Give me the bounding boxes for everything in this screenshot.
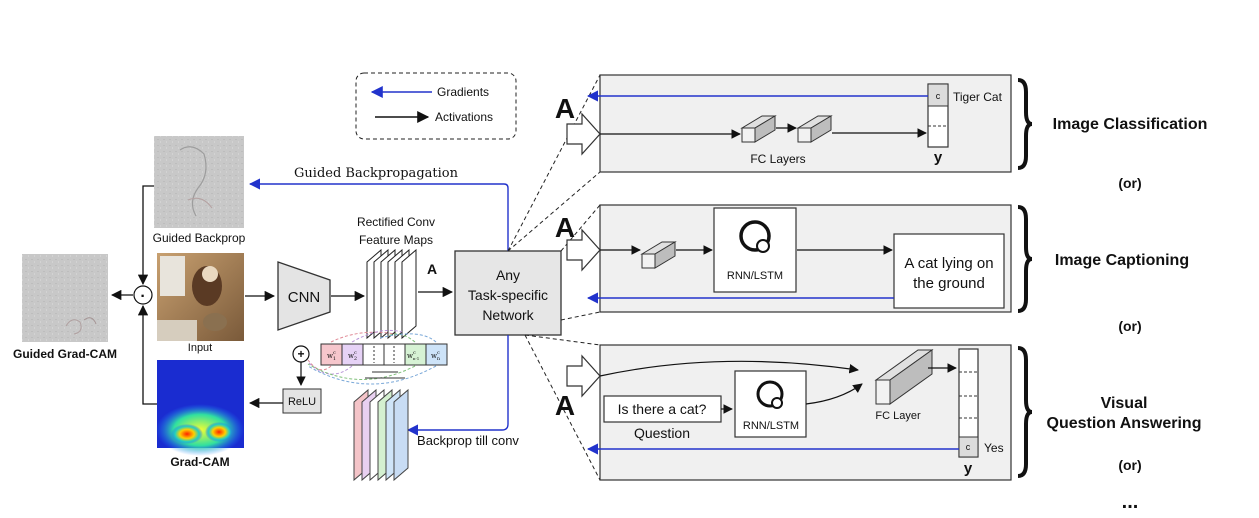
guided-gradcam-label: Guided Grad-CAM	[13, 347, 117, 361]
vqa-brace	[1017, 346, 1033, 478]
feature-maps-label-2: Feature Maps	[359, 233, 433, 247]
classification-a-label: A	[555, 93, 575, 124]
classification-class-c: c	[936, 91, 941, 101]
vqa-question-box	[603, 395, 722, 423]
network-label-1: Any	[496, 267, 520, 283]
guided-backprop-to-dot-arrow	[137, 185, 154, 286]
or-label-3: (or)	[1118, 457, 1141, 473]
legend: Gradients Activations	[355, 72, 517, 140]
input-label: Input	[188, 342, 212, 354]
vqa-answer-label: Yes	[984, 441, 1004, 455]
network-label-2: Task-specific	[468, 287, 548, 303]
guided-backprop-flow-arrow	[248, 178, 509, 251]
classification-y-label: y	[934, 149, 943, 166]
relu-box	[282, 388, 322, 414]
legend-gradients-label: Gradients	[437, 85, 489, 99]
input-image	[157, 253, 244, 341]
dot-product-symbol: ·	[140, 288, 145, 305]
vqa-output-vector	[958, 348, 979, 458]
relu-label: ReLU	[288, 396, 316, 408]
captioning-a-label: A	[555, 212, 575, 243]
dot-product-node	[133, 285, 153, 305]
vqa-fc-label: FC Layer	[875, 410, 921, 422]
cnn-block	[277, 261, 331, 331]
captioning-task-label: Image Captioning	[1055, 252, 1189, 269]
legend-activations-label: Activations	[435, 110, 493, 124]
guided-backprop-label: Guided Backprop	[153, 231, 246, 245]
captioning-loop-icon	[739, 220, 771, 253]
guided-gradcam-image	[22, 254, 108, 342]
feature-maps-stack	[366, 248, 417, 340]
backprop-till-conv-arrow	[406, 335, 509, 436]
gradient-maps-stack	[353, 388, 409, 482]
caption-output-box	[893, 233, 1005, 309]
classification-output-label: Tiger Cat	[953, 90, 1003, 104]
caption-line-2: the ground	[913, 275, 985, 292]
classification-fc-block-1	[740, 115, 777, 143]
weight-cell-n	[425, 343, 448, 366]
vqa-task-label-2: Question Answering	[1047, 415, 1202, 432]
task-network-box	[454, 250, 562, 336]
captioning-input-arrow	[566, 228, 601, 272]
backprop-till-conv-label: Backprop till conv	[417, 433, 519, 448]
vqa-rnn-box	[734, 370, 807, 438]
vqa-rnn-label: RNN/LSTM	[743, 420, 799, 432]
classification-output-vector	[927, 83, 949, 148]
classification-task-label: Image Classification	[1053, 116, 1208, 133]
classification-fc-label: FC Layers	[750, 152, 805, 166]
network-label-3: Network	[482, 307, 534, 323]
vqa-rnn-to-fc-arrow	[805, 383, 863, 405]
guided-backprop-image	[154, 136, 244, 228]
feature-maps-label-1: Rectified Conv	[357, 215, 435, 229]
gradcam-heatmap	[156, 360, 244, 456]
or-label-1: (or)	[1118, 175, 1141, 191]
vqa-image-flow-arrow	[599, 360, 859, 377]
vqa-fc-block	[874, 349, 934, 405]
weight-sum-arcs	[307, 329, 437, 385]
vqa-input-arrow	[566, 354, 601, 398]
classification-brace	[1017, 78, 1033, 170]
activation-a-label: A	[427, 261, 437, 277]
sum-symbol: +	[297, 347, 304, 361]
cnn-label: CNN	[288, 289, 321, 306]
vqa-y-label: y	[964, 460, 973, 477]
gradcam-label: Grad-CAM	[170, 455, 229, 469]
or-label-2: (or)	[1118, 318, 1141, 334]
vqa-a-label: A	[555, 390, 575, 421]
vqa-question-label: Question	[634, 425, 690, 441]
legend-box	[355, 72, 517, 140]
caption-line-1: A cat lying on	[904, 255, 993, 272]
vqa-loop-icon	[756, 380, 784, 409]
vqa-task-label-1: Visual	[1101, 395, 1148, 412]
ellipsis: ...	[1122, 491, 1139, 513]
guided-backprop-flow-label: Guided Backpropagation	[294, 166, 459, 181]
gradcam-to-dot-arrow	[137, 304, 157, 405]
classification-input-arrow	[566, 112, 601, 156]
captioning-brace	[1017, 205, 1033, 313]
classification-fc-block-2	[796, 115, 833, 143]
vqa-question-text: Is there a cat?	[618, 401, 707, 417]
captioning-rnn-label: RNN/LSTM	[727, 270, 783, 282]
captioning-fc-block	[640, 241, 677, 269]
vqa-class-c: c	[966, 442, 971, 452]
